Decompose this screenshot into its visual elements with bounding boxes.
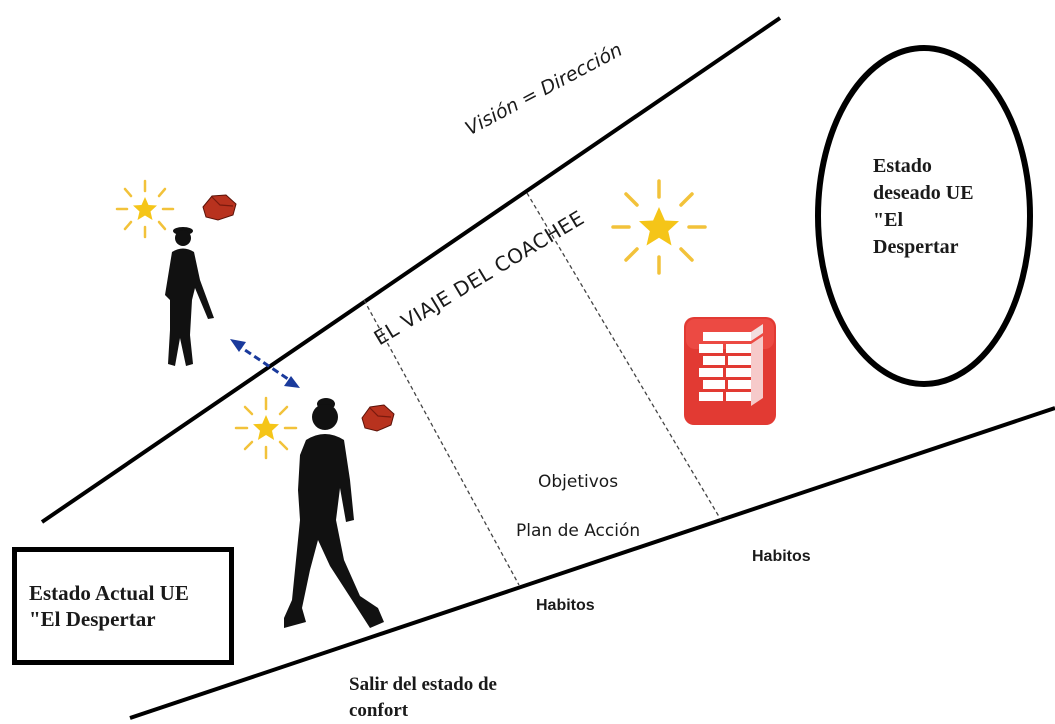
habits-label-right: Habitos [752, 548, 811, 565]
sparkle-star-icon [115, 179, 175, 239]
objectives-label: Objetivos [538, 472, 619, 492]
vision-boundary-line [40, 16, 782, 524]
sparkle-star-icon [611, 179, 707, 275]
comfort-zone-label: Salir del estado de confort [349, 674, 497, 721]
walking-person-icon [284, 398, 384, 628]
current-state-box: Estado Actual UE "El Despertar [12, 547, 234, 665]
action-plan-label: Plan de Acción [516, 521, 641, 541]
rock-icon [202, 194, 237, 221]
stage-divider-left [363, 299, 520, 586]
walking-person-icon [165, 227, 214, 366]
current-state-label: Estado Actual UE "El Despertar [29, 581, 189, 631]
habits-label-left: Habitos [536, 597, 595, 614]
double-arrow-icon [230, 339, 300, 388]
rock-icon [361, 404, 395, 432]
sparkle-star-icon [234, 396, 298, 460]
desired-state-label: Estado deseado UE "El Despertar [873, 155, 974, 258]
desired-state-ellipse [815, 45, 1033, 387]
stage-divider-right [526, 192, 722, 521]
brick-wall-icon [684, 317, 776, 425]
habits-boundary-line [129, 406, 1055, 720]
